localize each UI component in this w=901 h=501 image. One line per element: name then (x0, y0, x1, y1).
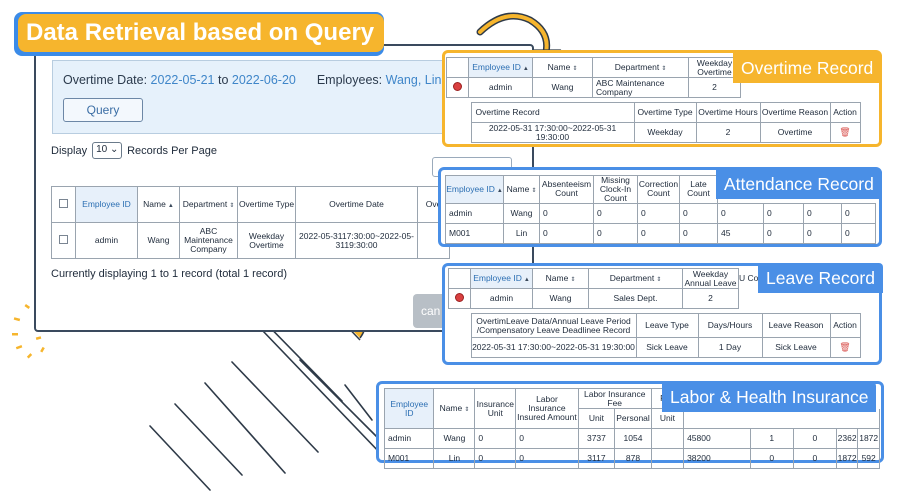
table-row[interactable]: admin Wang ABC Maintenance Company 2 (446, 77, 875, 98)
date-from-field[interactable]: 2022-05-21 (150, 73, 215, 87)
col-overtime-date[interactable]: Overtime Date (295, 186, 418, 223)
col-missing-clock-in[interactable]: Missing Clock-In Count (593, 175, 638, 204)
cell-overtime-date: 2022-05-3117:30:00~2022-05-3119:30:00 (295, 222, 418, 259)
date-label: Overtime Date: (63, 73, 148, 87)
col-department[interactable]: Department⇕ (592, 57, 689, 78)
col-name[interactable]: Name⇕ (532, 268, 589, 289)
row-checkbox-cell[interactable] (51, 222, 76, 259)
insurance-table: Employee ID Name⇕ Insurance Unit Labor I… (383, 388, 880, 469)
chevron-down-icon: ⌄ (109, 144, 119, 155)
page-title: Data Retrieval based on Query (18, 14, 384, 52)
select-all-cell[interactable] (51, 186, 76, 223)
attendance-table: Employee ID▲ Name⇕ Absenteeism Count Mis… (445, 175, 876, 244)
date-to-field[interactable]: 2022-06-20 (231, 73, 296, 87)
table-row[interactable]: admin Wang Sales Dept. 2 (448, 288, 875, 309)
employees-label: Employees: (316, 73, 383, 87)
sort-up-icon: ▲ (167, 202, 174, 209)
col-comp-partial: U Compe (739, 273, 775, 284)
leave-detail-table: OvertimLeave Data/Annual Leave Period /C… (455, 313, 861, 358)
col-insured-amount[interactable]: Labor Insurance Insured Amount (515, 388, 579, 429)
records-per-page: Display 10 ⌄ Records Per Page (51, 142, 217, 159)
table-row[interactable]: admin Wang 0 0 0 0 0 0 0 0 (445, 202, 876, 224)
employees-field[interactable]: Wang, Lin (385, 73, 442, 87)
col-late[interactable]: Late Count (679, 175, 718, 204)
table-row[interactable]: 2022-05-31 17:30:00~2022-05-31 19:30:00 … (455, 122, 861, 143)
sort-up-icon: ▲ (522, 65, 529, 72)
remove-icon[interactable] (455, 293, 464, 303)
overtime-record-tag: Overtime Record (733, 53, 882, 83)
results-table: Employee ID Name▲ Department⇕ Overtime T… (51, 186, 450, 259)
records-per-page-value: 10 (96, 144, 108, 155)
table-row[interactable]: admin Wang 0 0 3737 1054 45800 1 0 2362 … (383, 428, 880, 449)
table-subheader-row: Unit Personal Unit (385, 408, 880, 429)
table-header-row: Overtime Record Overtime Type Overtime H… (455, 102, 861, 123)
col-employee-id[interactable]: Employee ID▲ (470, 268, 533, 289)
col-insurance-unit[interactable]: Insurance Unit (474, 388, 517, 429)
leave-summary-table: Employee ID▲ Name⇕ Department⇕ Weekday A… (448, 268, 875, 309)
records-per-page-select[interactable]: 10 ⌄ (92, 142, 123, 159)
overtime-summary-table: Employee ID▲ Name⇕ Department⇕ Weekday O… (446, 57, 875, 98)
checkbox[interactable] (59, 235, 68, 245)
sort-icon: ⇕ (229, 202, 235, 209)
table-header-row: Employee ID▲ Name⇕ Department⇕ Weekday A… (448, 268, 875, 289)
display-suffix: Records Per Page (127, 144, 217, 157)
col-name[interactable]: Name⇕ (503, 175, 540, 204)
trash-icon[interactable]: 🗑 (839, 341, 851, 352)
table-header-row: OvertimLeave Data/Annual Leave Period /C… (455, 313, 861, 338)
cell-overtime-type: Weekday Overtime (237, 222, 296, 259)
query-filter-line: Overtime Date: 2022-05-21 to 2022-06-20 … (63, 73, 441, 87)
table-row[interactable]: admin Wang ABC Maintenance Company Weekd… (51, 222, 450, 259)
col-name[interactable]: Name⇕ (433, 388, 476, 429)
remove-icon[interactable] (453, 82, 462, 92)
col-labor-insurance-fee: Labor Insurance Fee (577, 388, 652, 409)
record-count-text: Currently displaying 1 to 1 record (tota… (51, 268, 287, 280)
col-overtime-type[interactable]: Overtime Type (237, 186, 296, 223)
trash-icon[interactable]: 🗑 (839, 126, 851, 137)
attendance-record-tag: Attendance Record (716, 169, 882, 199)
col-weekday-annual-leave[interactable]: Weekday Annual Leave (682, 268, 739, 289)
insurance-tag: Labor & Health Insurance (662, 382, 877, 412)
col-employee-id[interactable]: Employee ID▲ (445, 175, 504, 204)
col-employee-id[interactable]: Employee ID (383, 388, 435, 429)
checkbox[interactable] (59, 199, 68, 209)
table-row[interactable]: 2022-05-31 17:30:00~2022-05-31 19:30:00 … (455, 337, 861, 358)
table-header-row: Employee ID Name▲ Department⇕ Overtime T… (51, 186, 450, 223)
col-department[interactable]: Department⇕ (179, 186, 238, 223)
leave-record-tag: Leave Record (758, 263, 883, 293)
col-correction[interactable]: Correction Count (637, 175, 680, 204)
overtime-detail-table: Overtime Record Overtime Type Overtime H… (455, 102, 861, 143)
date-to-word: to (217, 73, 229, 87)
col-absenteeism[interactable]: Absenteeism Count (539, 175, 594, 204)
col-name[interactable]: Name⇕ (532, 57, 593, 78)
col-name[interactable]: Name▲ (137, 186, 180, 223)
table-header-row: Employee ID▲ Name⇕ Absenteeism Count Mis… (445, 175, 876, 204)
cell-department: ABC Maintenance Company (179, 222, 238, 259)
col-employee-id[interactable]: Employee ID▲ (468, 57, 533, 78)
cell-name: Wang (137, 222, 180, 259)
query-button[interactable]: Query (63, 98, 143, 122)
table-row[interactable]: M001 Lin 0 0 0 0 45 0 0 0 (445, 222, 876, 244)
col-department[interactable]: Department⇕ (588, 268, 683, 289)
table-row[interactable]: M001 Lin 0 0 3117 878 38200 0 0 1872 592 (383, 448, 880, 469)
col-employee-id[interactable]: Employee ID (75, 186, 138, 223)
cell-employee-id: admin (75, 222, 138, 259)
display-prefix: Display (51, 144, 88, 157)
table-header-row: Employee ID▲ Name⇕ Department⇕ Weekday O… (446, 57, 875, 78)
